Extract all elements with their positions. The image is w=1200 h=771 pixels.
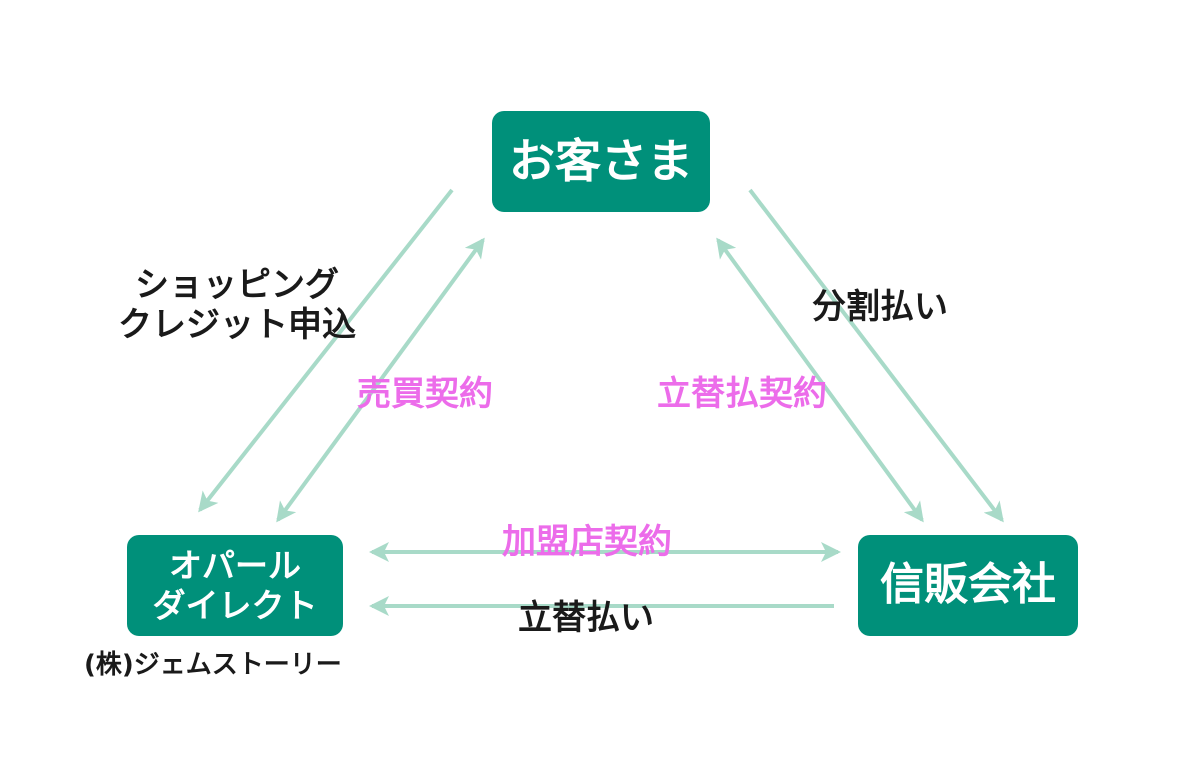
arrow-customer-to-opal (198, 188, 454, 513)
opal-label-line1: オパール (169, 545, 301, 585)
credit-company-label: 信販会社 (880, 559, 1056, 611)
customer-node: お客さま (492, 111, 710, 212)
sales-contract-label: 売買契約 (357, 374, 493, 414)
member-store-contract-label: 加盟店契約 (502, 522, 672, 562)
advance-payment-label: 立替払い (518, 598, 654, 638)
advance-payment-contract-label: 立替払契約 (657, 374, 827, 414)
installment-label: 分割払い (812, 287, 948, 327)
arrow-sales-contract (276, 237, 485, 523)
credit-company-node: 信販会社 (858, 535, 1078, 636)
arrow-installment (748, 188, 1004, 523)
opal-direct-node: オパール ダイレクト (127, 535, 343, 636)
arrow-advance-contract (716, 237, 924, 523)
customer-label: お客さま (509, 133, 693, 188)
opal-company-name: (株)ジェムストーリー (84, 650, 342, 680)
opal-label-line2: ダイレクト (152, 585, 318, 625)
shopping-credit-line2: クレジット申込 (118, 305, 356, 346)
shopping-credit-line1: ショッピング (135, 265, 339, 305)
shopping-credit-label: ショッピング クレジット申込 (108, 265, 366, 345)
